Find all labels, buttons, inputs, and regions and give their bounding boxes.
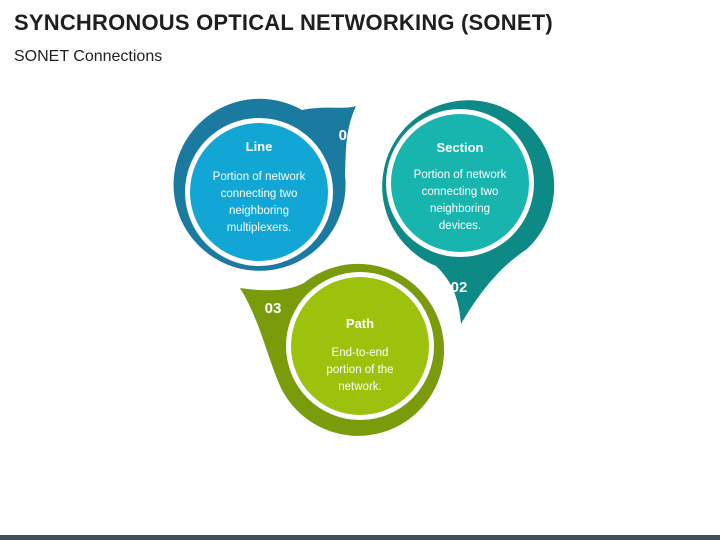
node-section-inner-circle <box>391 114 529 252</box>
node-path-number: 03 <box>265 300 282 317</box>
footer-bar <box>0 535 720 540</box>
node-section: 02 Section Portion of network connecting… <box>382 100 555 325</box>
page-title: SYNCHRONOUS OPTICAL NETWORKING (SONET) <box>14 10 553 35</box>
node-path-desc-1: End-to-end <box>332 347 389 359</box>
node-line-desc-4: multiplexers. <box>227 222 292 234</box>
node-section-desc-4: devices. <box>439 220 481 232</box>
node-path-inner-circle <box>291 277 429 415</box>
node-section-title: Section <box>437 140 484 155</box>
page-subtitle: SONET Connections <box>14 48 163 65</box>
node-line-desc-1: Portion of network <box>213 171 306 183</box>
node-section-desc-2: connecting two <box>422 186 499 198</box>
node-line-title: Line <box>246 139 273 154</box>
node-line-inner-circle <box>190 123 328 261</box>
node-path-title: Path <box>346 316 374 331</box>
node-line-number: 01 <box>339 127 356 144</box>
node-section-number: 02 <box>451 279 468 296</box>
node-section-desc-3: neighboring <box>430 203 490 215</box>
node-path-desc-2: portion of the <box>326 364 393 376</box>
node-line-desc-3: neighboring <box>229 205 289 217</box>
node-path: 03 Path End-to-end portion of the networ… <box>240 263 445 436</box>
node-section-desc-1: Portion of network <box>414 169 507 181</box>
node-line: 01 Line Portion of network connecting tw… <box>173 98 356 271</box>
node-path-desc-3: network. <box>338 381 381 393</box>
node-line-desc-2: connecting two <box>221 188 298 200</box>
